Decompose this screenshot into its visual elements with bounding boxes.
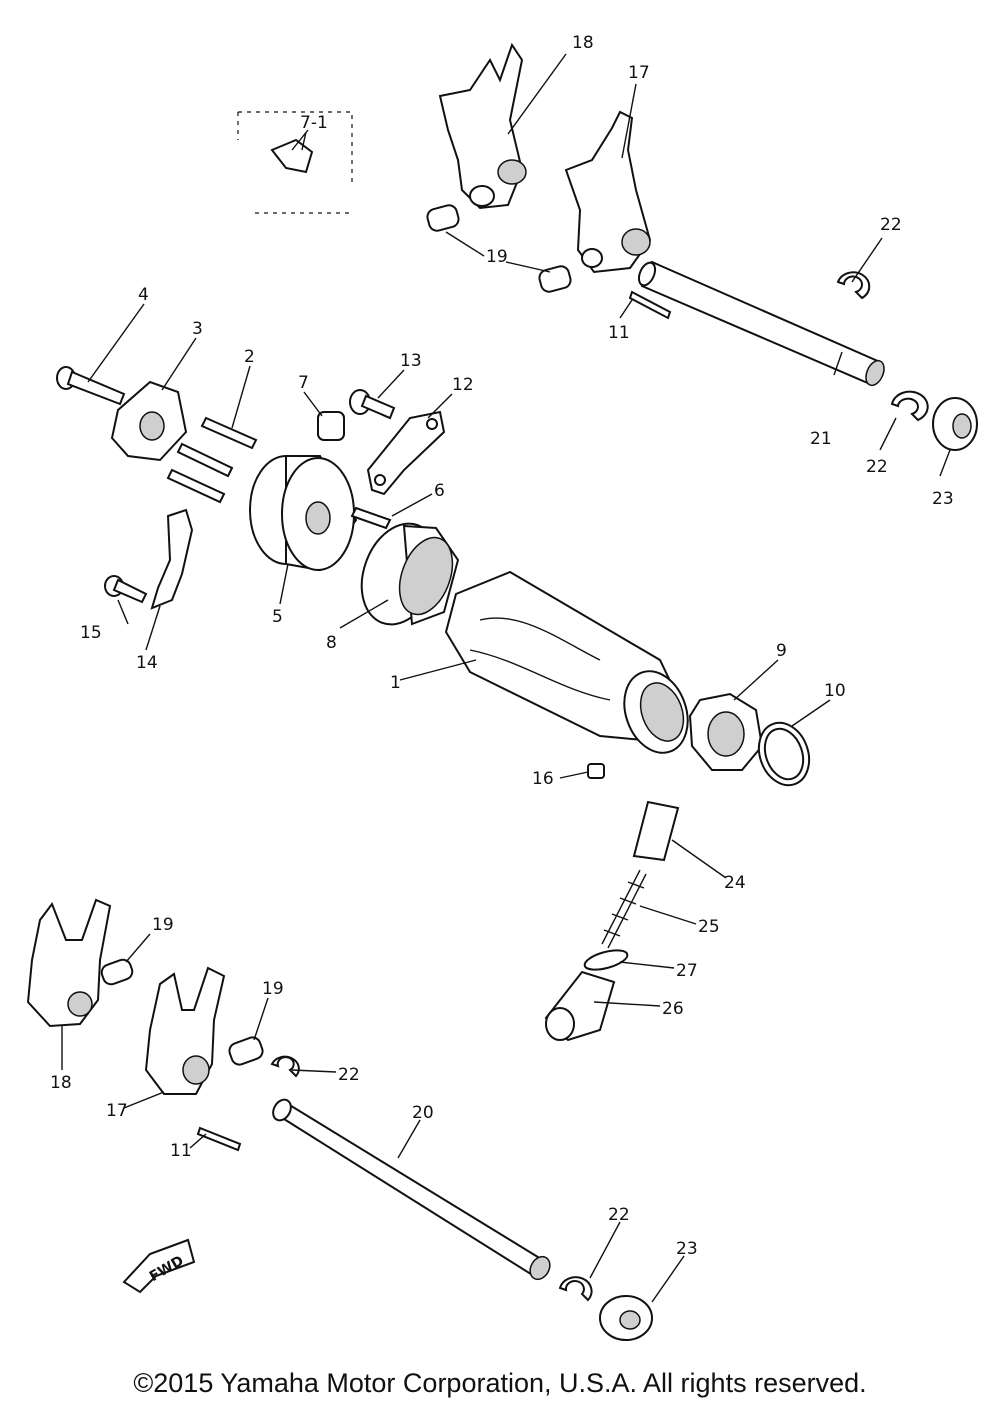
label-22-upper-b: 22 (866, 457, 888, 477)
leader-lines (61, 53, 951, 1303)
screw-4 (56, 366, 126, 406)
pins-2 (166, 416, 258, 504)
fwd-arrow: FWD (122, 1238, 196, 1294)
label-11-lower: 11 (170, 1141, 192, 1161)
label-7-1: 7-1 (300, 113, 328, 133)
label-7: 7 (298, 373, 309, 393)
label-6: 6 (434, 481, 445, 501)
label-17-upper: 17 (628, 63, 650, 83)
callout-labels: 18 17 7-1 19 11 22 21 22 23 4 3 2 7 13 1… (50, 33, 954, 1259)
label-20: 20 (412, 1103, 434, 1123)
guide-pin-19-upper (426, 204, 572, 293)
cam-follower-7 (317, 411, 345, 441)
label-3: 3 (192, 319, 203, 339)
copyright-notice: ©2015 Yamaha Motor Corporation, U.S.A. A… (133, 1368, 867, 1398)
label-10: 10 (824, 681, 846, 701)
plate-12 (366, 410, 446, 496)
shift-drum-1 (444, 570, 689, 754)
shift-fork-17-upper (564, 110, 652, 274)
label-15: 15 (80, 623, 102, 643)
shift-fork-18-lower (26, 898, 112, 1028)
label-24: 24 (724, 873, 746, 893)
label-26: 26 (662, 999, 684, 1019)
label-18-lower: 18 (50, 1073, 72, 1093)
spring-25 (601, 869, 647, 949)
screw-13 (349, 389, 396, 420)
stopper-14 (150, 508, 194, 610)
label-22-lower-b: 22 (608, 1205, 630, 1225)
guide-pin-19-lower (100, 958, 264, 1066)
label-22-upper-a: 22 (880, 215, 902, 235)
label-13: 13 (400, 351, 422, 371)
label-19-lower-b: 19 (262, 979, 284, 999)
circlip-22-lower-b (558, 1276, 593, 1302)
shift-fork-shaft-21 (637, 260, 885, 387)
label-16: 16 (532, 769, 554, 789)
bearing-23-upper (932, 397, 978, 451)
exploded-parts-diagram: FWD (26, 33, 978, 1341)
label-11-upper: 11 (608, 323, 630, 343)
label-19-lower-a: 19 (152, 915, 174, 935)
bearing-23-lower (599, 1295, 653, 1341)
label-5: 5 (272, 607, 283, 627)
circlip-22-upper-a (836, 271, 871, 300)
label-22-lower-a: 22 (338, 1065, 360, 1085)
label-18-upper: 18 (572, 33, 594, 53)
label-8: 8 (326, 633, 337, 653)
shift-cam-5 (249, 455, 358, 572)
bearing-8 (360, 522, 460, 626)
cotter-pin-11-upper (628, 290, 672, 320)
bearing-9 (688, 692, 764, 771)
label-4: 4 (138, 285, 149, 305)
label-12: 12 (452, 375, 474, 395)
label-25: 25 (698, 917, 720, 937)
inset-7-1 (237, 111, 353, 214)
label-17-lower: 17 (106, 1101, 128, 1121)
shift-fork-17-lower (144, 966, 226, 1095)
cotter-pin-11-lower (196, 1126, 242, 1152)
circlip-22-lower-a (270, 1055, 300, 1078)
dowel-16 (587, 763, 605, 779)
label-21: 21 (810, 429, 832, 449)
washer-27 (583, 949, 629, 971)
label-19-upper: 19 (486, 247, 508, 267)
plunger-24 (632, 800, 680, 862)
label-23-lower: 23 (676, 1239, 698, 1259)
label-9: 9 (776, 641, 787, 661)
shift-fork-18-upper (438, 42, 527, 210)
shift-fork-shaft-20 (272, 1098, 551, 1281)
label-23-upper: 23 (932, 489, 954, 509)
label-1: 1 (390, 673, 401, 693)
segment-plate-3 (110, 380, 188, 462)
plug-26 (544, 970, 616, 1042)
circlip-22-upper-b (890, 390, 929, 422)
screw-15 (104, 575, 148, 604)
circlip-10 (757, 721, 811, 787)
label-2: 2 (244, 347, 255, 367)
label-27: 27 (676, 961, 698, 981)
label-14: 14 (136, 653, 158, 673)
pin-6 (350, 506, 392, 530)
